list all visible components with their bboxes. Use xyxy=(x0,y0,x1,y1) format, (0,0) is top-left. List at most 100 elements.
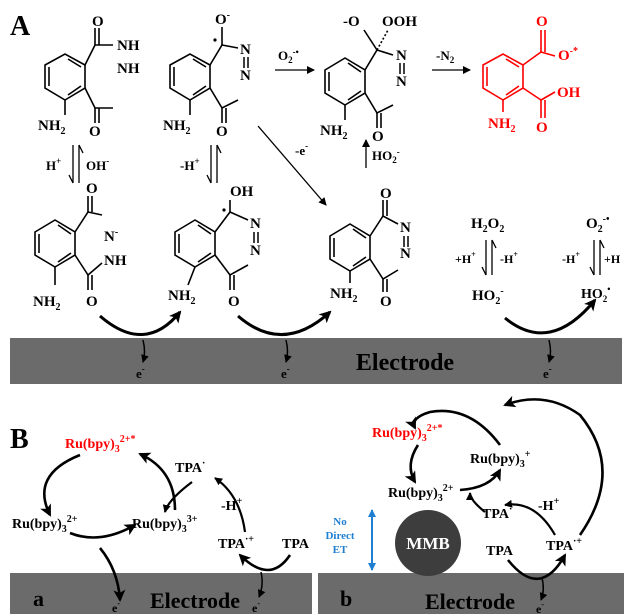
tpa-a: TPA xyxy=(282,537,310,552)
arc-tpa-cation-to-ru1 xyxy=(503,395,604,536)
arrow-tpa-radical-to-ru2 xyxy=(466,492,486,513)
aminophthalate-amine: NH2 xyxy=(488,116,516,135)
label-minus-n2: -N2 xyxy=(436,48,455,65)
arrow-tpa-cation-deprotonation-b xyxy=(504,499,556,536)
mmb-particle xyxy=(395,510,461,576)
electron-b-a2: e- xyxy=(252,599,260,614)
aminophthalate-oh: OH xyxy=(557,85,581,101)
label-minus-h: -H+ xyxy=(500,250,518,266)
peroxide-amine: NH2 xyxy=(320,123,348,142)
diazaquinone-molecule xyxy=(329,200,399,292)
benzene-ring xyxy=(44,53,86,101)
anion-o-bottom: O xyxy=(86,294,98,310)
electron-b-a1: e- xyxy=(112,599,120,614)
label-minus-h-2: -H+ xyxy=(562,250,580,266)
arrow-tpa-oxidation-a xyxy=(238,553,292,572)
ho2radical-label: HO2• xyxy=(581,284,610,304)
electrode-bar-a xyxy=(10,338,622,384)
arc-excited-to-ru2 xyxy=(40,453,81,517)
diazaquinone-o-bottom: O xyxy=(380,294,392,310)
arc-ru3-to-excited xyxy=(138,452,177,511)
electrode-label-b-right: Electrode xyxy=(425,589,515,614)
radical-molecule xyxy=(174,200,249,290)
arrow-tpa-cation-deprotonation xyxy=(214,477,247,533)
panel-b-label: B xyxy=(10,424,29,455)
no-direct-et-line2: Direct xyxy=(325,530,354,542)
label-o2-radical: O2-• xyxy=(278,47,299,65)
minus-h-b: -H+ xyxy=(538,496,560,514)
arc-ru1-to-excited xyxy=(405,409,502,446)
no-direct-et-line1: No xyxy=(333,516,347,528)
luminol-nh-top: NH xyxy=(117,38,140,54)
aminophthalate-o-bottom: O xyxy=(536,120,548,136)
aminophthalate-o-minus: O-* xyxy=(558,46,578,64)
luminol-o-bottom: O xyxy=(89,124,101,140)
arrow-tpa-oxidation-b xyxy=(506,553,567,581)
label-ohminus: OH- xyxy=(86,156,109,173)
electrode-bar-b-right xyxy=(318,573,624,614)
aminophthalate-o-top: O xyxy=(536,14,548,30)
electron-label-3: e- xyxy=(543,364,552,381)
radical-n2: N xyxy=(250,243,261,259)
arc-excited-to-ru2-b xyxy=(404,444,420,484)
radical-anion-n1: N xyxy=(240,42,251,58)
arc-ru2-to-ru1 xyxy=(459,468,502,492)
aminophthalate-molecule xyxy=(482,30,556,118)
diazaquinone-n2: N xyxy=(400,246,411,262)
electron-transfer-arrow-2 xyxy=(237,310,332,337)
ru2-a: Ru(bpy)32+ xyxy=(12,514,78,535)
tpa-cation-b: TPA·+ xyxy=(546,536,582,554)
radical-o-bottom: O xyxy=(228,294,240,310)
peroxide-ooh: OOH xyxy=(382,14,417,30)
tpa-radical-a: TPA· xyxy=(175,458,205,476)
peroxide-n2: N xyxy=(396,74,407,90)
radical-oh: OH xyxy=(230,184,254,200)
arrow-tpa-radical-to-ru3 xyxy=(162,481,193,513)
arrow-ru-oxidation-a xyxy=(98,547,126,602)
ru3-a: Ru(bpy)33+ xyxy=(132,514,198,535)
diazaquinone-o-top: O xyxy=(380,186,392,202)
minus-h-a: -H+ xyxy=(221,496,243,514)
radical-anion-o-bottom: O xyxy=(216,124,228,140)
anion-n-minus: N- xyxy=(104,227,118,245)
arrow-minus-e xyxy=(257,125,327,206)
ru-excited-b: Ru(bpy)32+* xyxy=(372,423,443,444)
o2radical-label: O2-• xyxy=(586,214,610,235)
luminol-molecule xyxy=(44,28,113,123)
label-minus-hplus: -H+ xyxy=(180,156,200,173)
label-minus-e: -e- xyxy=(295,141,308,158)
ru-excited-a: Ru(bpy)32+* xyxy=(65,434,136,455)
anion-nh: NH xyxy=(104,253,127,269)
anion-o-top: O xyxy=(86,181,98,197)
electron-label-2: e- xyxy=(281,364,290,381)
electron-transfer-arrow-3 xyxy=(504,298,597,335)
luminol-amine: NH2 xyxy=(38,118,66,137)
ru1-b: Ru(bpy)3+ xyxy=(470,449,531,470)
diazaquinone-amine: NH2 xyxy=(330,286,358,305)
luminol-o-top: O xyxy=(92,14,104,30)
diazaquinone-n1: N xyxy=(400,220,411,236)
arc-ru2-to-ru3 xyxy=(69,523,137,539)
electron-label-1: e- xyxy=(136,364,145,381)
radical-anion-amine: NH2 xyxy=(163,118,191,137)
radical-anion-molecule xyxy=(169,27,239,123)
panel-a-label: A xyxy=(10,11,31,42)
label-plus-h-2: +H xyxy=(604,252,621,266)
electron-transfer-arrow-1 xyxy=(99,310,182,337)
subpanel-a-label: a xyxy=(33,586,44,611)
peroxide-n1: N xyxy=(396,48,407,64)
subpanel-b-label: b xyxy=(340,586,352,611)
ru2-b: Ru(bpy)32+ xyxy=(388,483,454,504)
peroxide-molecule xyxy=(324,29,394,128)
no-direct-et-line3: ET xyxy=(333,544,348,556)
h2o2-label: H2O2 xyxy=(471,216,504,235)
ho2minus-label: HO2- xyxy=(472,286,504,307)
peroxide-o-minus: -O xyxy=(343,14,360,30)
tpa-cation-a: TPA·+ xyxy=(218,534,254,552)
radical-n1: N xyxy=(250,216,261,232)
peroxide-o-bottom: O xyxy=(372,129,384,145)
label-plus-h: +H+ xyxy=(455,250,476,266)
radical-anion-n2: N xyxy=(240,68,251,84)
